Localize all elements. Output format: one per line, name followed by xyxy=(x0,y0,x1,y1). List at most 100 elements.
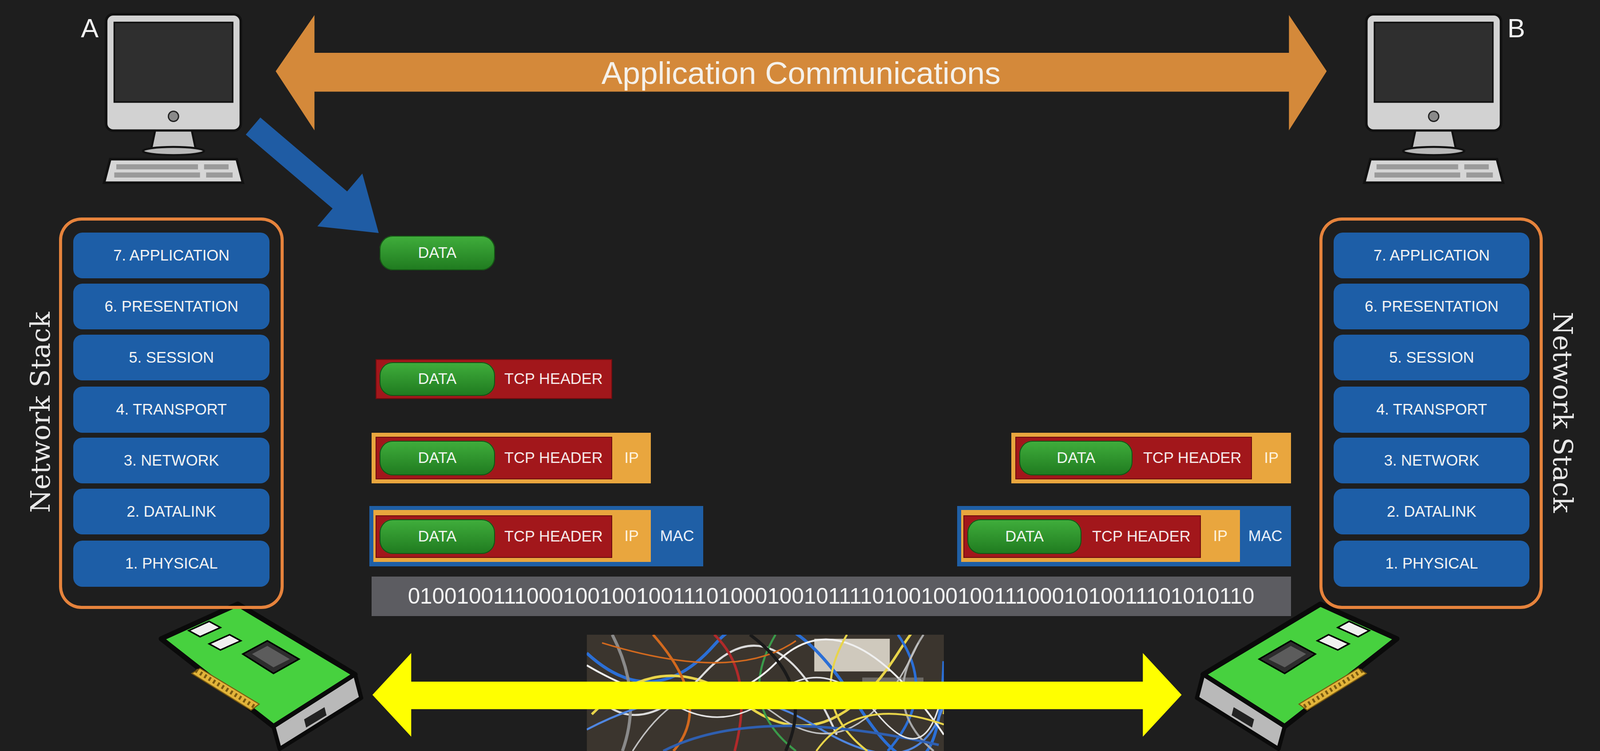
cable xyxy=(601,641,797,663)
tcp-header-label: TCP HEADER xyxy=(1081,515,1201,559)
monitor xyxy=(106,14,241,131)
layer-name: 1. PHYSICAL xyxy=(73,540,270,587)
ip-packet: DATATCP HEADERIP xyxy=(1011,432,1292,484)
osi-layer: 5. SESSION xyxy=(73,334,270,381)
flow-arrow xyxy=(245,117,379,234)
ip-header-label: IP xyxy=(1251,432,1291,484)
computer-icon xyxy=(103,14,243,183)
layer-name: 5. SESSION xyxy=(1333,334,1530,381)
tcp-header-label: TCP HEADER xyxy=(495,515,613,559)
layer-name: 1. PHYSICAL xyxy=(1333,540,1530,587)
osi-layer: 6. PRESENTATION xyxy=(73,283,270,330)
data-label: DATA xyxy=(967,519,1082,555)
computer-label: A xyxy=(80,15,99,42)
stack-title: Network Stack xyxy=(1548,311,1576,513)
mac-frame: DATATCP HEADERIPMAC xyxy=(369,506,704,567)
ip-header-label: IP xyxy=(1200,510,1240,563)
ip-packet: DATATCP HEADERIP xyxy=(371,432,652,484)
layer-name: 3. NETWORK xyxy=(1333,437,1530,484)
ip-header-label: IP xyxy=(612,510,651,563)
computer: A xyxy=(102,14,246,184)
keys xyxy=(114,172,200,178)
ip-packet: DATATCP HEADERIP xyxy=(961,510,1240,563)
bit-stream: 0100100111000100100100111010001001011110… xyxy=(371,576,1292,617)
layer-name: 5. SESSION xyxy=(73,334,270,381)
osi-layer: 1. PHYSICAL xyxy=(73,540,270,587)
network-card xyxy=(161,604,361,749)
data-payload: DATA xyxy=(1019,440,1133,476)
application-arrow: Application Communications xyxy=(275,15,1327,131)
screen xyxy=(114,22,233,103)
bit-string: 0100100111000100100100111010001001011110… xyxy=(371,576,1292,617)
data-payload: DATA xyxy=(379,235,496,271)
network-stack: 7. APPLICATION6. PRESENTATION5. SESSION 4… xyxy=(1319,217,1543,610)
card-slot xyxy=(209,634,241,650)
osi-layer: 2. DATALINK xyxy=(73,488,270,535)
computer: B xyxy=(1362,14,1505,184)
tcp-segment: DATATCP HEADER xyxy=(375,515,613,559)
card-bracket xyxy=(273,674,362,750)
layer-name: 6. PRESENTATION xyxy=(73,283,270,330)
data-label: DATA xyxy=(379,519,496,555)
computer-icon xyxy=(1364,14,1504,183)
tcp-header-label: TCP HEADER xyxy=(495,436,613,480)
ip-header-label: IP xyxy=(612,432,651,484)
cable xyxy=(816,713,944,751)
keyboard xyxy=(103,159,243,183)
layer-name: 4. TRANSPORT xyxy=(1333,386,1530,433)
stand-base xyxy=(142,146,205,155)
tcp-segment: DATATCP HEADER xyxy=(963,515,1202,559)
mac-frame: DATATCP HEADERIPMAC xyxy=(957,506,1292,567)
card-slot xyxy=(188,621,221,637)
tcp-segment: DATATCP HEADER xyxy=(375,436,613,480)
osi-layer: 3. NETWORK xyxy=(73,437,270,484)
card-contacts xyxy=(195,670,255,708)
tcp-header-label: TCP HEADER xyxy=(1132,436,1252,480)
layer-name: 2. DATALINK xyxy=(73,488,270,535)
keys xyxy=(116,164,199,170)
mac-header-label: MAC xyxy=(1239,506,1292,567)
layer-name: 6. PRESENTATION xyxy=(1333,283,1530,330)
layer-name: 3. NETWORK xyxy=(73,437,270,484)
osi-layer: 7. APPLICATION xyxy=(73,232,270,279)
card-port xyxy=(304,707,327,728)
layer-name: 4. TRANSPORT xyxy=(73,386,270,433)
network-card xyxy=(1196,604,1398,749)
computer-label: B xyxy=(1507,15,1526,42)
card-chip xyxy=(242,641,299,674)
network-stack: 7. APPLICATION6. PRESENTATION5. SESSION 4… xyxy=(59,217,284,610)
tcp-segment: DATATCP HEADER xyxy=(1015,436,1252,480)
cable xyxy=(663,725,939,751)
osi-layer: 4. TRANSPORT xyxy=(1333,386,1530,433)
data-payload: DATA xyxy=(967,519,1082,555)
osi-layer: 6. PRESENTATION xyxy=(1333,283,1530,330)
osi-layer: 3. NETWORK xyxy=(1333,437,1530,484)
card-contacts xyxy=(191,668,260,711)
button xyxy=(168,111,179,122)
data-label: DATA xyxy=(379,440,496,476)
layer-name: 7. APPLICATION xyxy=(73,232,270,279)
osi-layer: 2. DATALINK xyxy=(1333,488,1530,535)
mac-header-label: MAC xyxy=(650,506,703,567)
layer-name: 7. APPLICATION xyxy=(1333,232,1530,279)
data-label: DATA xyxy=(1019,440,1133,476)
data-payload: DATA xyxy=(379,519,496,555)
card-chip xyxy=(252,645,290,668)
layer-name: 2. DATALINK xyxy=(1333,488,1530,535)
data-label: DATA xyxy=(379,235,496,271)
data-label: DATA xyxy=(379,362,496,397)
keys xyxy=(205,172,233,178)
patch-panel xyxy=(814,638,890,672)
tcp-header-label: TCP HEADER xyxy=(495,359,613,400)
osi-layer: 7. APPLICATION xyxy=(1333,232,1530,279)
osi-layer: 5. SESSION xyxy=(1333,334,1530,381)
osi-layer: 4. TRANSPORT xyxy=(73,386,270,433)
osi-layer: 1. PHYSICAL xyxy=(1333,540,1530,587)
keys xyxy=(204,164,229,170)
arrow-shape xyxy=(275,15,1327,131)
arrow-label: Application Communications xyxy=(275,15,1327,131)
physical-link-arrow xyxy=(372,653,1182,737)
ip-packet: DATATCP HEADERIP xyxy=(373,510,651,563)
